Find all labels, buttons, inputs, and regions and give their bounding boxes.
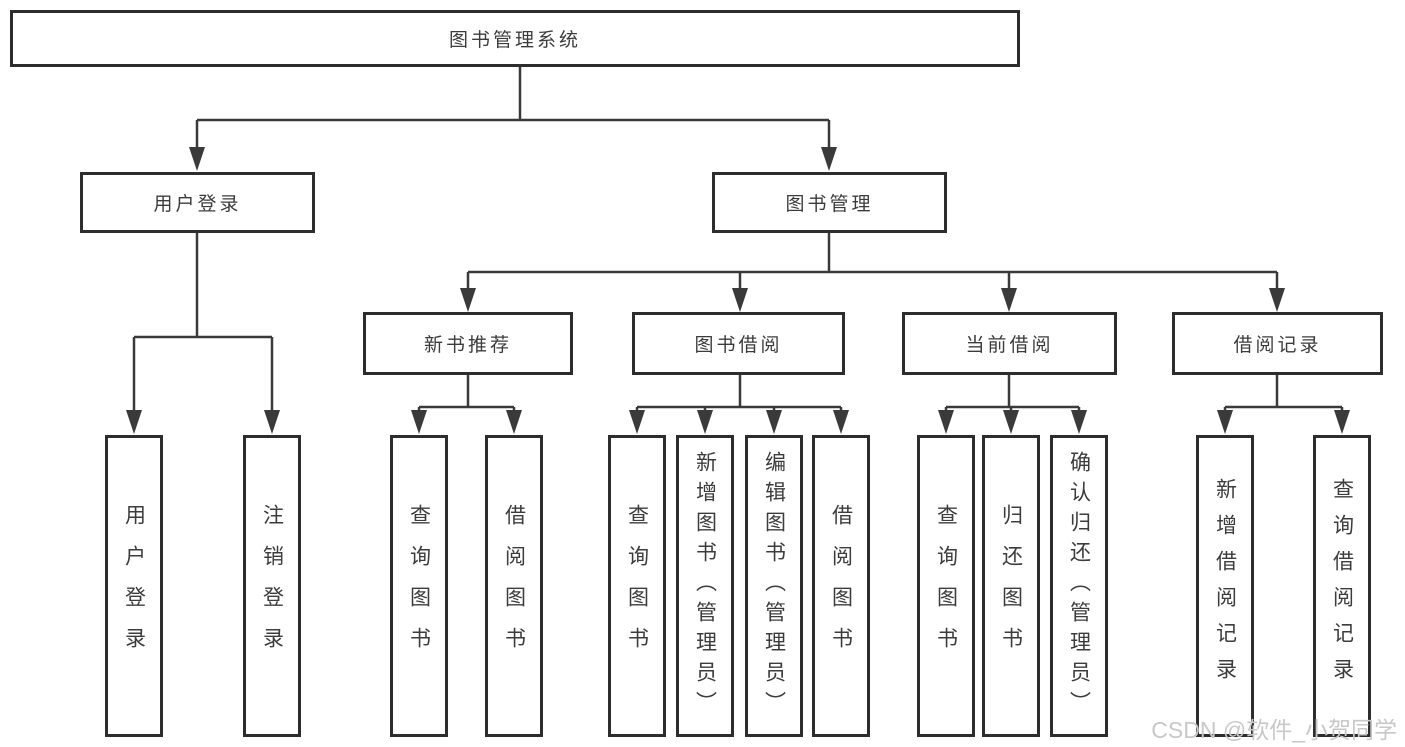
leaf-label: 新增图书（管理员） (693, 451, 717, 721)
leaf-query-books-current: 查询图书 (917, 435, 975, 737)
leaf-query-borrow-record: 查询借阅记录 (1313, 435, 1371, 737)
node-current-borrowing: 当前借阅 (902, 312, 1117, 375)
node-user-login: 用户登录 (80, 172, 315, 233)
node-root-system: 图书管理系统 (10, 10, 1020, 67)
leaf-logout: 注销登录 (243, 435, 301, 737)
leaf-label: 查询图书 (934, 504, 958, 668)
leaf-label: 查询图书 (625, 504, 649, 668)
leaf-label: 查询图书 (407, 504, 431, 668)
leaf-edit-books-admin: 编辑图书（管理员） (745, 435, 803, 737)
leaf-return-books: 归还图书 (982, 435, 1040, 737)
node-label: 图书管理 (785, 194, 874, 215)
node-label: 图书借阅 (694, 335, 783, 356)
leaf-borrow-books-recommend: 借阅图书 (485, 435, 543, 737)
edges-current-borrow-to-leaves (938, 375, 1087, 434)
node-label: 用户登录 (153, 194, 242, 215)
edges-user-login-to-leaves (126, 233, 280, 434)
leaf-add-borrow-record: 新增借阅记录 (1196, 435, 1254, 737)
node-label: 新书推荐 (423, 335, 512, 356)
node-label: 图书管理系统 (448, 30, 581, 51)
leaf-label: 确认归还（管理员） (1067, 451, 1091, 721)
edges-book-mgmt-to-level3 (460, 233, 1285, 312)
leaf-label: 查询借阅记录 (1330, 478, 1354, 694)
leaf-query-books-recommend: 查询图书 (390, 435, 448, 737)
leaf-label: 新增借阅记录 (1213, 478, 1237, 694)
leaf-label: 用户登录 (122, 504, 146, 668)
leaf-add-books-admin: 新增图书（管理员） (676, 435, 734, 737)
leaf-borrow-books: 借阅图书 (812, 435, 870, 737)
leaf-label: 编辑图书（管理员） (762, 451, 786, 721)
leaf-label: 借阅图书 (502, 504, 526, 668)
leaf-confirm-return-admin: 确认归还（管理员） (1050, 435, 1108, 737)
node-book-borrowing: 图书借阅 (632, 312, 845, 375)
leaf-user-login: 用户登录 (105, 435, 163, 737)
node-borrowing-records: 借阅记录 (1172, 312, 1383, 375)
node-book-management: 图书管理 (712, 172, 947, 233)
edges-borrow-record-to-leaves (1217, 375, 1350, 434)
leaf-label: 借阅图书 (829, 504, 853, 668)
leaf-label: 注销登录 (260, 504, 284, 668)
csdn-watermark: CSDN @软件_小贺同学 (1151, 717, 1397, 743)
edges-book-borrow-to-leaves (629, 375, 849, 434)
leaf-query-books-borrowing: 查询图书 (608, 435, 666, 737)
node-label: 当前借阅 (965, 335, 1054, 356)
leaf-label: 归还图书 (999, 504, 1023, 668)
edges-new-book-to-leaves (411, 375, 522, 434)
node-new-book-recommend: 新书推荐 (363, 312, 573, 375)
node-label: 借阅记录 (1233, 335, 1322, 356)
edges-root-to-level2 (189, 67, 837, 171)
